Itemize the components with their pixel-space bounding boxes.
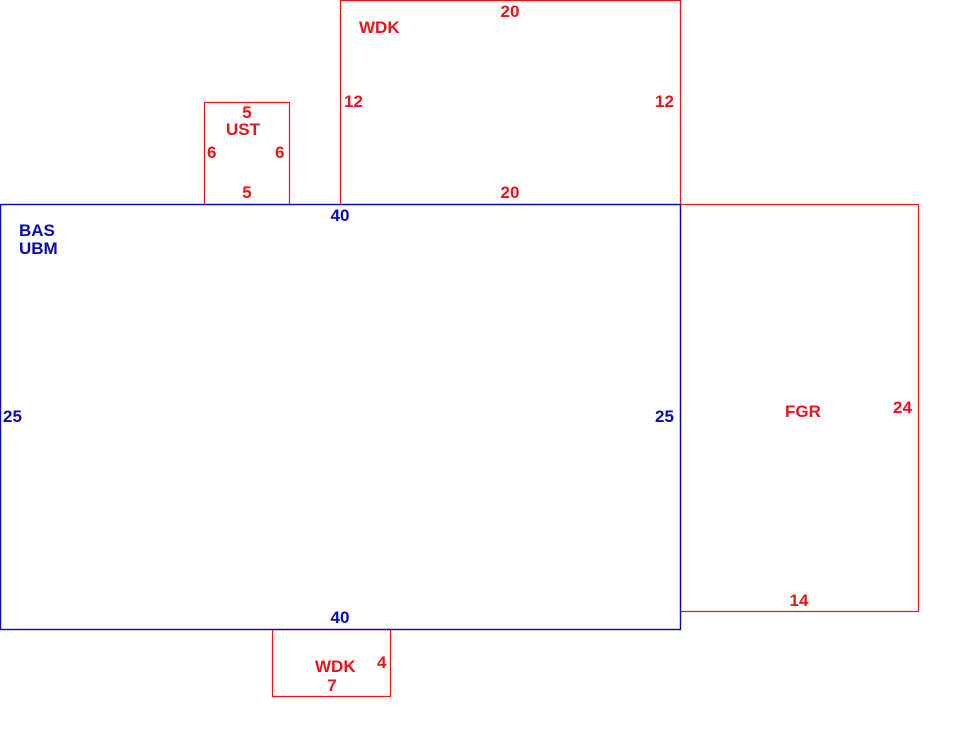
wdk-top-top-dimension: 20 <box>500 2 520 21</box>
ust-code-label: UST <box>226 120 260 139</box>
bas-top-dimension: 40 <box>330 206 350 225</box>
fgr-bottom-dimension: 14 <box>789 591 809 610</box>
wdk-bottom-code-label: WDK <box>315 657 356 676</box>
wdk-bottom-bottom-dimension: 7 <box>327 676 337 695</box>
ust-right-dimension: 6 <box>275 143 285 162</box>
bas-bottom-dimension: 40 <box>330 608 350 627</box>
ubm-code-label: UBM <box>19 239 58 258</box>
wdk-bottom-right-dimension: 4 <box>377 653 387 672</box>
wdk-top-right-dimension: 12 <box>655 92 674 111</box>
bas-code-label: BAS <box>19 221 55 240</box>
fgr-code-label: FGR <box>785 402 821 421</box>
wdk-top-bottom-dimension: 20 <box>500 183 520 202</box>
wdk-top-code-label: WDK <box>359 18 400 37</box>
bas-right-dimension: 25 <box>655 407 674 426</box>
ust-top-dimension: 5 <box>242 103 252 122</box>
bas-left-dimension: 25 <box>3 407 22 426</box>
wdk-top-left-dimension: 12 <box>344 92 363 111</box>
ust-left-dimension: 6 <box>207 143 217 162</box>
bas-outline <box>0 203 682 631</box>
ust-bottom-dimension: 5 <box>242 183 252 202</box>
fgr-right-dimension: 24 <box>893 398 912 417</box>
